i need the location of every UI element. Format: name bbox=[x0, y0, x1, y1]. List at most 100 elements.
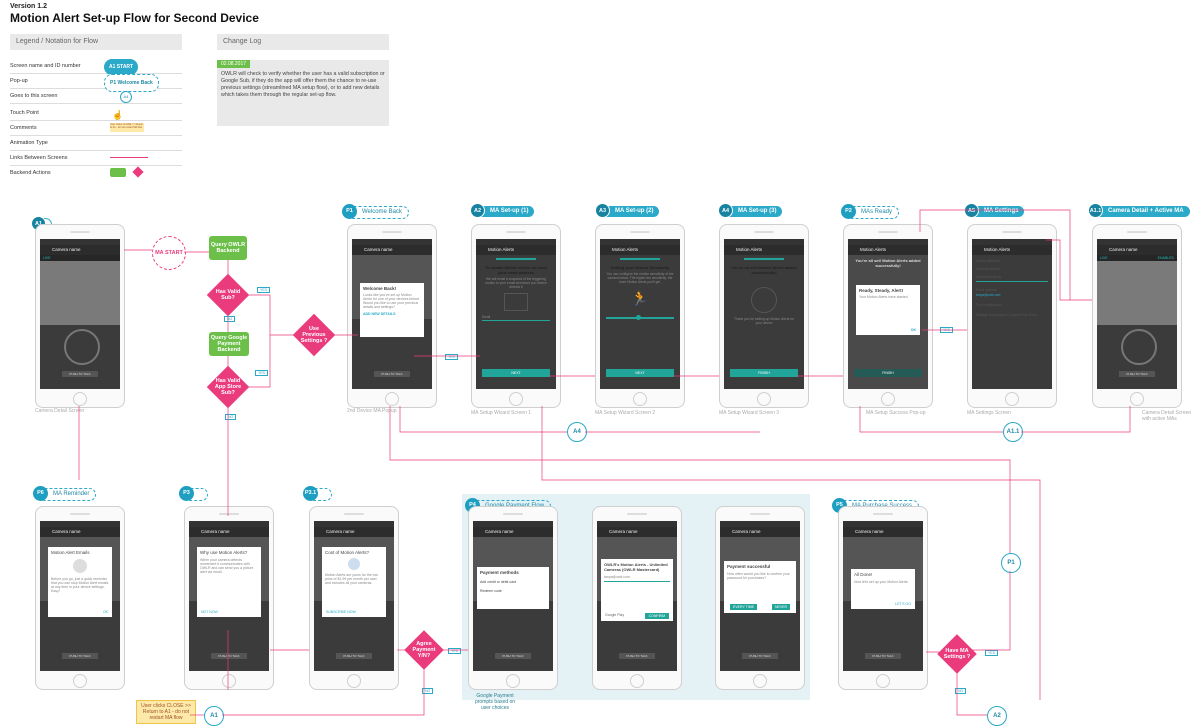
dpad-control[interactable] bbox=[1121, 329, 1157, 365]
not-now-button[interactable]: NOT NOW bbox=[201, 610, 218, 614]
push-to-talk-button[interactable]: PUSH TO TALK bbox=[1119, 371, 1155, 377]
finish-button[interactable]: FINISH bbox=[730, 369, 798, 377]
app-bar-title: Camera name bbox=[843, 527, 923, 537]
phone-p4: Camera name Payment methods Add credit o… bbox=[468, 506, 558, 690]
link-a1-1-right bbox=[1021, 406, 1131, 433]
link-to-a1-1-connector bbox=[859, 406, 1003, 433]
changelog-box: 02.08.2017 OWLR will check to verify whe… bbox=[217, 60, 389, 126]
push-to-talk-button[interactable]: PUSH TO TALK bbox=[619, 653, 655, 659]
push-to-talk-button[interactable]: PUSH TO TALK bbox=[211, 653, 247, 659]
ok-button[interactable]: OK bbox=[910, 328, 916, 332]
screen-label-p3: P3 bbox=[179, 486, 208, 501]
version-label: Version 1.2 bbox=[10, 3, 47, 10]
query-owlr-backend: Query OWLR Backend bbox=[209, 236, 247, 260]
settings-row[interactable]: Motion sensitivity bbox=[976, 275, 1002, 279]
email-field-label: Email bbox=[482, 315, 491, 319]
google-play-logo: Google Play bbox=[605, 613, 625, 617]
legend-goto-circle: A4 bbox=[120, 91, 132, 103]
phone-p1: Camera name Welcome Back! Looks like you… bbox=[347, 224, 437, 408]
phone-p6: Camera name Motion Alert Emails Before y… bbox=[35, 506, 125, 690]
cost-dialog: Cost of Motion Alerts? Motion Alerts are… bbox=[322, 547, 386, 617]
sensitivity-slider[interactable] bbox=[976, 281, 1048, 282]
caption-a4: MA Setup Wizard Screen 3 bbox=[719, 410, 780, 416]
app-bar-title: Motion Alerts bbox=[476, 245, 556, 255]
app-bar-title: Camera name bbox=[720, 527, 800, 537]
app-bar-title: Motion Alerts bbox=[724, 245, 804, 255]
screen-label-p3-1: P3.1 bbox=[303, 486, 332, 501]
screen-a1: Camera name LIVE PUSH TO TALK bbox=[40, 239, 120, 389]
push-to-talk-button[interactable]: PUSH TO TALK bbox=[62, 371, 98, 377]
legend-row: Links Between Screens bbox=[10, 151, 182, 166]
dpad-control[interactable] bbox=[64, 329, 100, 365]
legend-row: Animation Type bbox=[10, 136, 182, 151]
confirm-button[interactable]: CONFIRM bbox=[644, 613, 669, 619]
settings-row[interactable]: Motion detection bbox=[976, 259, 1001, 263]
push-to-talk-button[interactable]: PUSH TO TALK bbox=[865, 653, 901, 659]
password-field[interactable] bbox=[604, 581, 670, 582]
link-sub-use-prev bbox=[243, 294, 299, 336]
add-card-option[interactable]: Add credit or debit card bbox=[480, 580, 517, 584]
email-field[interactable] bbox=[482, 320, 550, 321]
setup-heading: You're all set! Motion Alerts added succ… bbox=[731, 265, 797, 275]
phone-p2: Motion Alerts You're all set! Motion Ale… bbox=[843, 224, 933, 408]
phone-a2: Motion Alerts To enable Motion Alerts we… bbox=[471, 224, 561, 408]
phone-p3: Camera name Why use Motion Alerts? When … bbox=[184, 506, 274, 690]
link-p1-settings bbox=[971, 571, 1011, 651]
ma-start-node: MA START bbox=[152, 236, 186, 270]
no-tag: NO bbox=[225, 414, 237, 420]
yes-tag: YES bbox=[448, 648, 462, 654]
caption-p2: MA Setup Success Pop-up bbox=[866, 410, 926, 416]
every-time-button[interactable]: EVERY TIME bbox=[730, 604, 758, 610]
connector-p1: P1 bbox=[1001, 553, 1021, 573]
settings-row[interactable]: Manage Subscriptions (Opens Play Store) bbox=[976, 313, 1038, 317]
app-bar-title: Camera name bbox=[189, 527, 269, 537]
finish-button[interactable]: FINISH bbox=[854, 369, 922, 377]
next-button[interactable]: NEXT bbox=[606, 369, 674, 377]
welcome-dialog: Welcome Back! Looks like you've set up M… bbox=[360, 283, 424, 337]
sensitivity-slider[interactable] bbox=[606, 315, 674, 320]
email-envelope-icon bbox=[504, 293, 528, 311]
app-bar-title: Camera name bbox=[40, 245, 120, 255]
caption-a3: MA Setup Wizard Screen 2 bbox=[595, 410, 656, 416]
lets-go-button[interactable]: LET'S GO bbox=[895, 602, 911, 606]
push-to-talk-button[interactable]: PUSH TO TALK bbox=[374, 371, 410, 377]
push-to-talk-button[interactable]: PUSH TO TALK bbox=[336, 653, 372, 659]
changelog-date: 02.08.2017 bbox=[217, 60, 251, 68]
yes-tag: YES bbox=[255, 370, 269, 376]
link-p1-loop bbox=[389, 406, 1011, 553]
legend-label: Touch Point bbox=[10, 110, 39, 116]
app-bar-title: Camera name bbox=[352, 245, 432, 255]
legend-label: Comments bbox=[10, 125, 37, 131]
app-bar-title: Camera name bbox=[597, 527, 677, 537]
ready-dialog: Ready, Steady, Alert! Your Motion Alerts… bbox=[856, 285, 920, 335]
caption-p1: 2nd Device MA Popup bbox=[347, 408, 397, 414]
push-to-talk-button[interactable]: PUSH TO TALK bbox=[495, 653, 531, 659]
add-new-details-button[interactable]: ADD NEW DETAILS bbox=[363, 312, 396, 316]
settings-row[interactable]: Push notifications bbox=[976, 303, 1002, 307]
redeem-code-option[interactable]: Redeem code bbox=[480, 589, 502, 593]
why-dialog: Why use Motion Alerts? When your camera … bbox=[197, 547, 261, 617]
reminder-dialog: Motion Alert Emails Before you go, just … bbox=[48, 547, 112, 617]
ok-button[interactable]: OK bbox=[102, 610, 108, 614]
changelog-title: Change Log bbox=[217, 34, 389, 50]
setup-heading: To enable Motion Alerts we need your ema… bbox=[485, 265, 547, 275]
app-bar-title: Camera name bbox=[473, 527, 553, 537]
subscribe-now-button[interactable]: SUBSCRIBE NOW bbox=[326, 610, 356, 614]
legend-label: Backend Actions bbox=[10, 170, 51, 176]
next-button[interactable]: NEXT bbox=[482, 369, 550, 377]
app-bar-title: Camera name bbox=[314, 527, 394, 537]
caption-a1-1: Camera Detail Screen with active MAs bbox=[1142, 410, 1192, 422]
push-to-talk-button[interactable]: PUSH TO TALK bbox=[62, 653, 98, 659]
app-bar-title: Motion Alerts bbox=[600, 245, 680, 255]
legend-row: Goes to this screen A4 bbox=[10, 89, 182, 104]
home-button[interactable] bbox=[73, 392, 87, 406]
phone-a1: Camera name LIVE PUSH TO TALK bbox=[35, 224, 125, 408]
settings-row[interactable]: Email address bbox=[976, 288, 997, 292]
push-to-talk-button[interactable]: PUSH TO TALK bbox=[742, 653, 778, 659]
legend-label: Animation Type bbox=[10, 140, 48, 146]
never-button[interactable]: NEVER bbox=[771, 604, 790, 610]
